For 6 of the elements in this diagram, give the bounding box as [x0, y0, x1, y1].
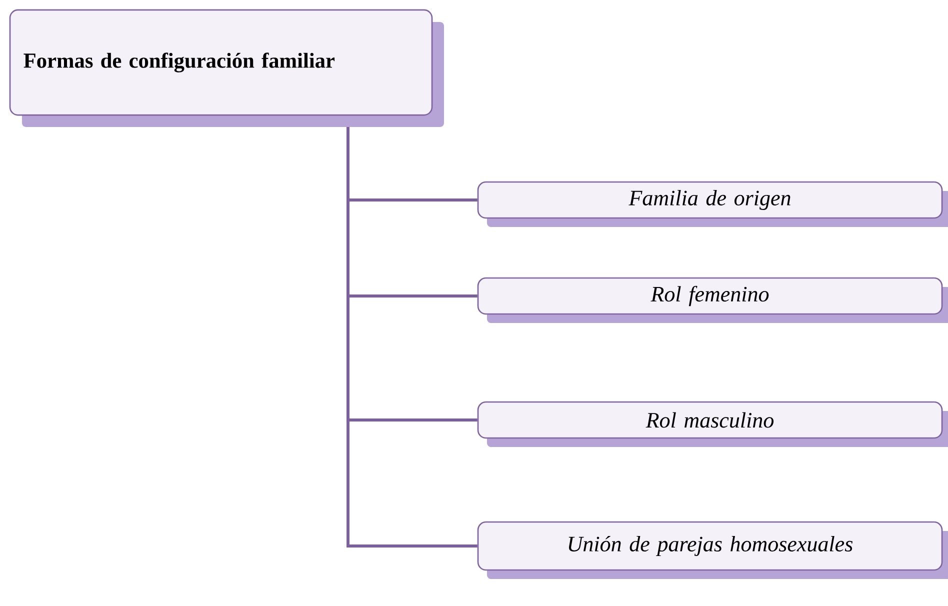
category-box: Familia de origen	[477, 181, 948, 227]
category-box: Unión de parejas homosexuales	[477, 521, 948, 579]
heading-box: Formas de configuración familiar	[9, 9, 444, 127]
category-box: Rol masculino	[477, 401, 948, 447]
connector-line	[346, 127, 478, 548]
category-box: Rol femenino	[477, 277, 948, 323]
